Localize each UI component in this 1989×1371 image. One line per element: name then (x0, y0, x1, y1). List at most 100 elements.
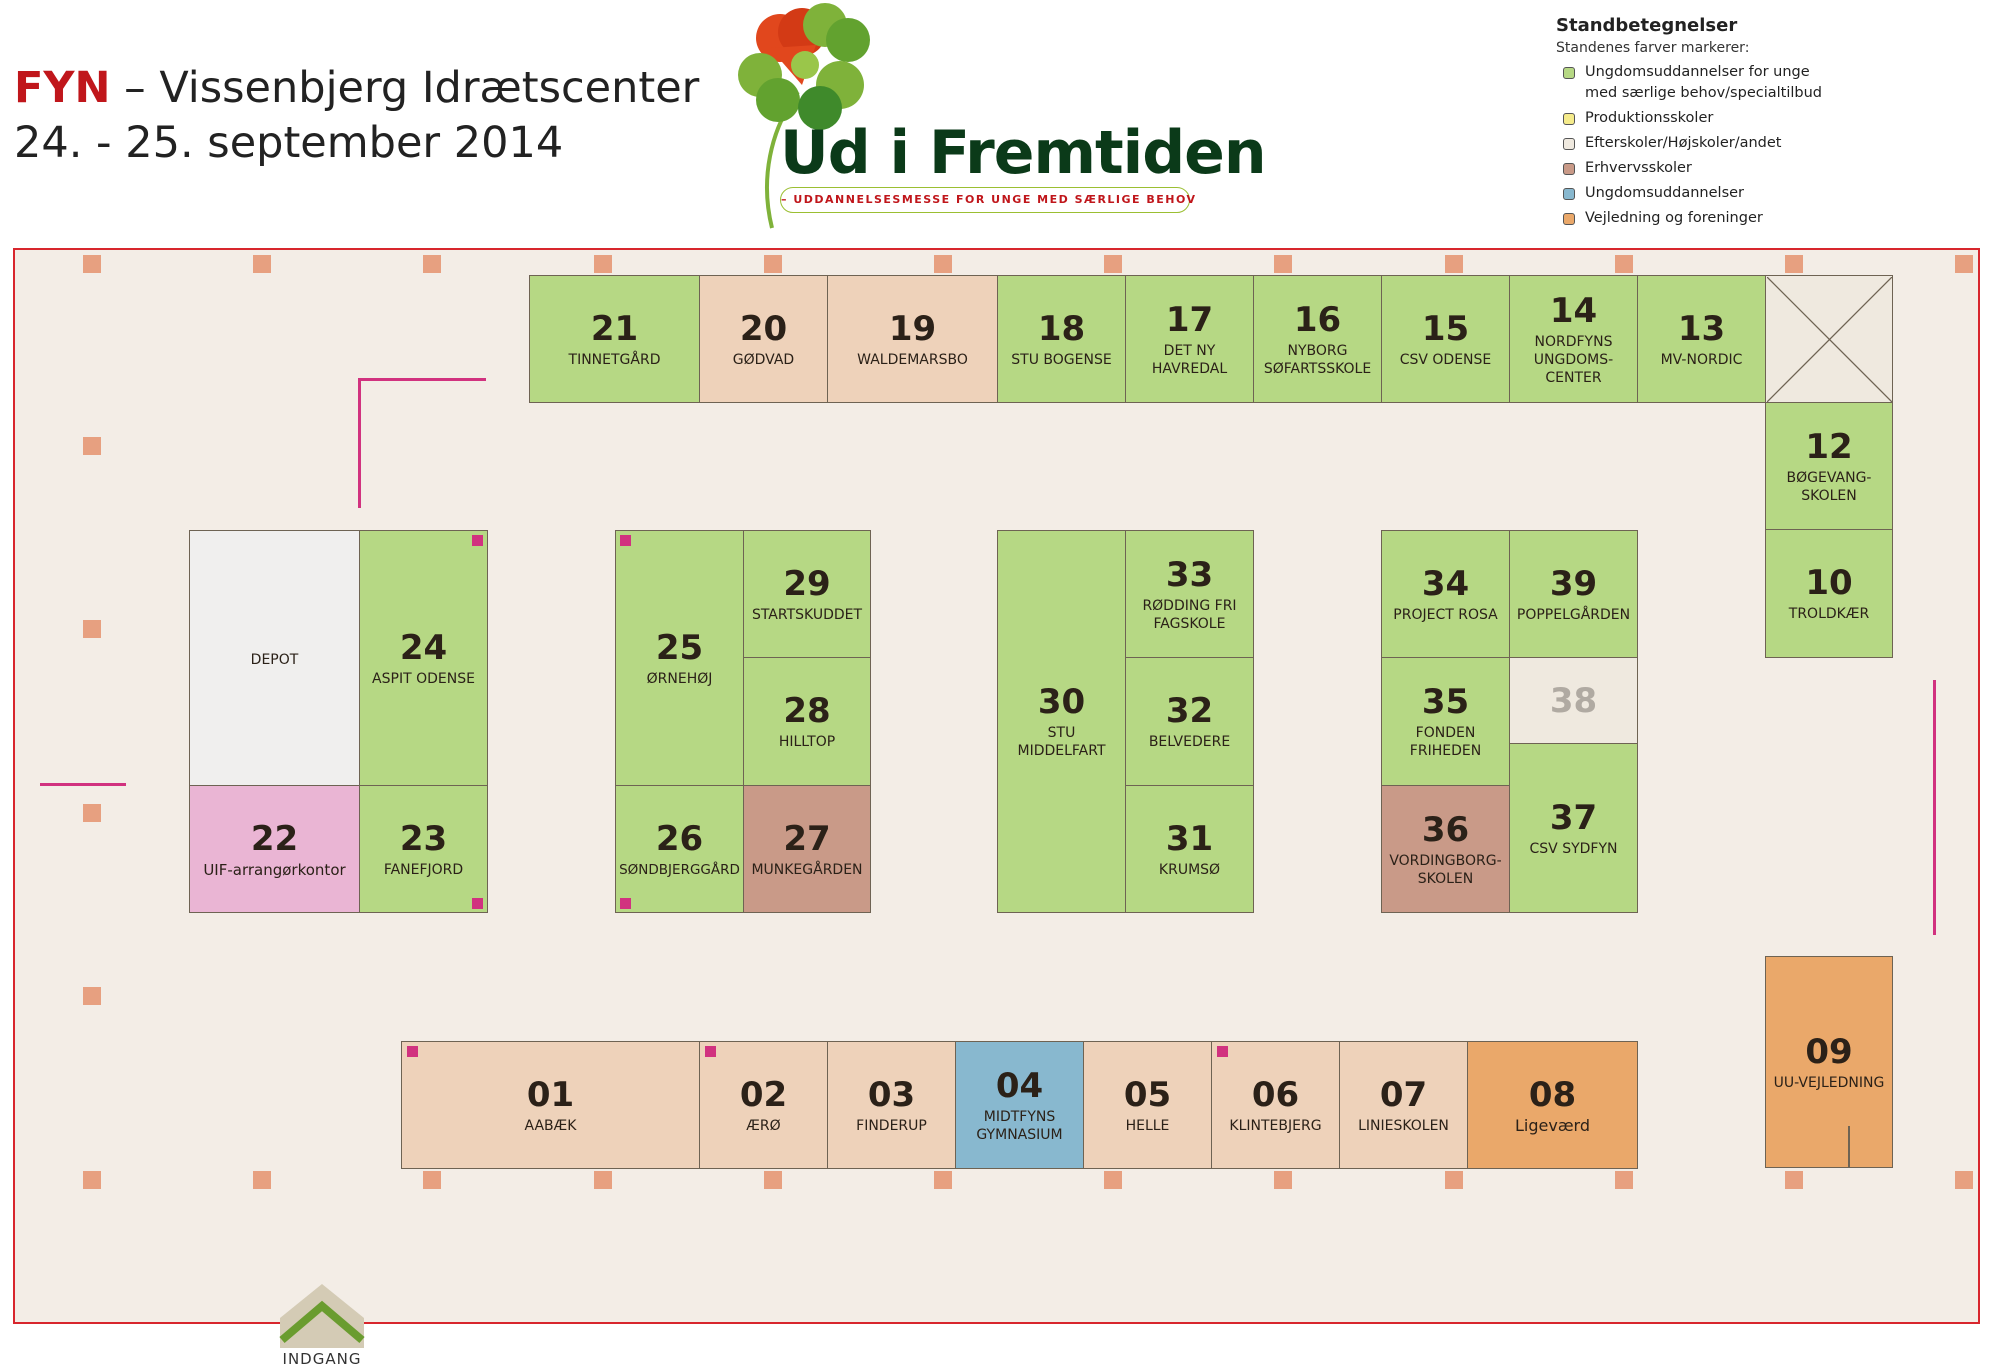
booth-number: 37 (1549, 797, 1598, 838)
booth-name: PROJECT ROSA (1393, 606, 1498, 623)
booth-name: BØGEVANG- SKOLEN (1786, 469, 1872, 504)
booth-name: BELVEDERE (1148, 734, 1231, 750)
booth-number: 15 (1421, 308, 1470, 349)
booth-number: 38 (1549, 680, 1598, 721)
legend-label: Ungdomsuddannelser (1585, 185, 1745, 201)
page-title: FYN – Vissenbjerg Idrætscenter (14, 62, 699, 114)
pillar (764, 1171, 782, 1189)
legend-label: Erhvervsskoler (1585, 160, 1692, 176)
legend-swatch (1563, 67, 1575, 79)
legend-item: Vejledning og foreninger (1556, 208, 1976, 229)
legend-title: Standbetegnelser (1556, 15, 1738, 36)
booth-number: 12 (1805, 426, 1853, 467)
pillar (594, 255, 612, 273)
legend-swatch (1563, 213, 1575, 225)
legend-swatch (1563, 188, 1575, 200)
booth-number: 01 (526, 1074, 575, 1115)
pillar (83, 804, 101, 822)
booth-number: 14 (1549, 290, 1598, 331)
pillar (83, 1171, 101, 1189)
booth-number: 35 (1421, 682, 1470, 722)
pillar (934, 255, 952, 273)
pillar (1955, 1171, 1973, 1189)
pillar (1104, 255, 1122, 273)
booth-name: POPPELGÅRDEN (1516, 606, 1631, 623)
booth-number: 26 (655, 818, 704, 859)
booth-name: VORDINGBORG- SKOLEN (1389, 852, 1502, 887)
legend-subtitle: Standenes farver markerer: (1556, 40, 1750, 56)
booth-name: SØNDBJERGGÅRD (619, 861, 740, 878)
pillar (83, 255, 101, 273)
marker (705, 1046, 716, 1057)
booth-name: MUNKEGÅRDEN (751, 861, 863, 878)
booth-name: GØDVAD (732, 351, 795, 368)
x-mark-icon (1766, 276, 1892, 402)
booth-38[interactable]: 38 (1509, 657, 1638, 744)
legend-item: Ungdomsuddannelser (1556, 183, 1976, 204)
pillar (934, 1171, 952, 1189)
booth-number: 31 (1165, 818, 1214, 859)
booth-number: 13 (1677, 308, 1726, 349)
booth-number: 05 (1123, 1074, 1172, 1115)
legend-item: Ungdomsuddannelser for unge med særlige … (1556, 62, 1976, 104)
legend-label: Efterskoler/Højskoler/andet (1585, 135, 1782, 151)
booth-name: ÆRØ (746, 1117, 781, 1134)
booth-number: 07 (1379, 1074, 1428, 1115)
booth-name: UU-VEJLEDNING (1773, 1074, 1885, 1091)
entrance-icon (279, 1284, 365, 1348)
booth-name: WALDEMARSBO (857, 351, 968, 368)
booth-number: 27 (783, 818, 831, 859)
booth-name: MV-NORDIC (1660, 351, 1743, 368)
pillar (83, 620, 101, 638)
divider-line (1848, 1126, 1850, 1168)
booth-number: 33 (1165, 554, 1214, 595)
legend-label: Ungdomsuddannelser for unge med særlige … (1585, 64, 1822, 101)
booth-name: KRUMSØ (1158, 861, 1221, 878)
region-label: FYN (14, 63, 111, 113)
booth-name: CSV SYDFYN (1529, 840, 1618, 857)
pillar (253, 1171, 271, 1189)
booth-number: 25 (655, 627, 704, 668)
legend: Standbetegnelser Standenes farver marker… (1556, 14, 1976, 233)
partition-wall (358, 378, 486, 381)
booth-name: ØRNEHØJ (646, 670, 713, 687)
pillar (1274, 255, 1292, 273)
